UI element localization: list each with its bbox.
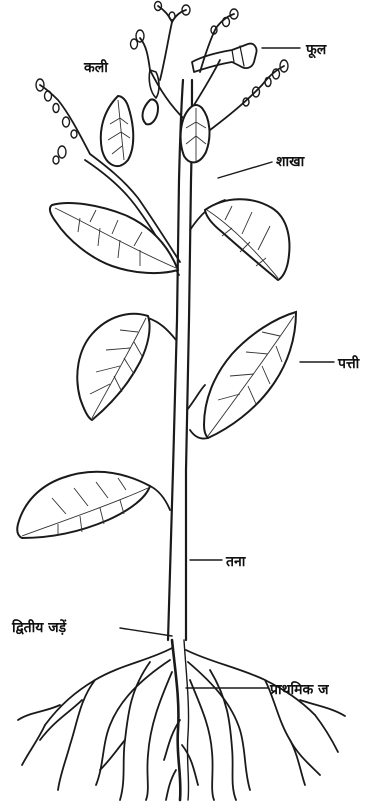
leaf-left-lower — [17, 472, 150, 538]
label-branch: शाखा — [276, 154, 306, 170]
leaf-small-left — [143, 99, 158, 124]
label-bud: कली — [83, 59, 109, 76]
leaf-upper-left — [101, 96, 133, 166]
label-leaf: पत्ती — [337, 355, 361, 372]
leaf-top-center — [181, 105, 210, 162]
leaf-right-upper — [205, 199, 289, 280]
label-primary-root: प्राथमिक ज — [269, 681, 329, 698]
label-stem: तना — [225, 554, 247, 570]
buds — [36, 2, 288, 165]
root-system — [18, 640, 345, 800]
leaf-left-middle — [77, 314, 149, 420]
label-flower: फूल — [305, 42, 327, 59]
leaf-right-middle — [190, 312, 296, 439]
main-stem — [168, 80, 192, 640]
label-secondary-roots: द्वितीय जड़ें — [11, 619, 67, 636]
leaf-left-upper — [50, 203, 178, 273]
